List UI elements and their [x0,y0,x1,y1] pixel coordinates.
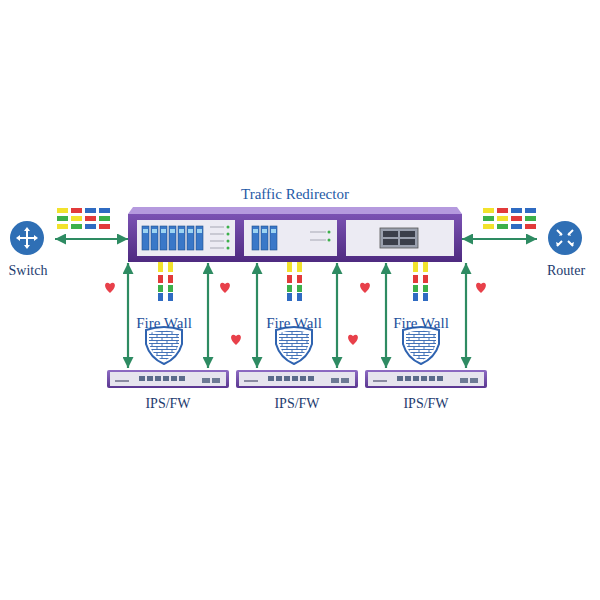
link-arrow [127,263,129,368]
device-title: Traffic Redirector [241,186,349,203]
device-label: Switch [9,263,48,279]
switch-node: Switch [1,215,55,279]
firewall-label: Fire Wall [136,315,192,332]
firewall-label: Fire Wall [266,315,322,332]
ips-fw-device: IPS/FW [107,368,229,412]
device-label: Router [547,263,585,279]
ips-fw-device: IPS/FW [365,368,487,412]
link-arrow [336,263,338,368]
device-label: IPS/FW [145,396,190,412]
router-node: Router [537,215,595,279]
device-label: IPS/FW [403,396,448,412]
link-arrow [256,263,258,368]
link-arrow [465,263,467,368]
link-arrow [462,238,537,240]
link-arrow [207,263,209,368]
link-arrow [55,238,128,240]
link-arrow [385,263,387,368]
switch-icon [10,221,44,255]
firewall-label: Fire Wall [393,315,449,332]
traffic-redirector: Traffic Redirector [128,213,462,263]
router-icon [548,221,582,255]
ips-fw-device: IPS/FW [236,368,358,412]
chassis-body [128,207,462,262]
device-label: IPS/FW [274,396,319,412]
